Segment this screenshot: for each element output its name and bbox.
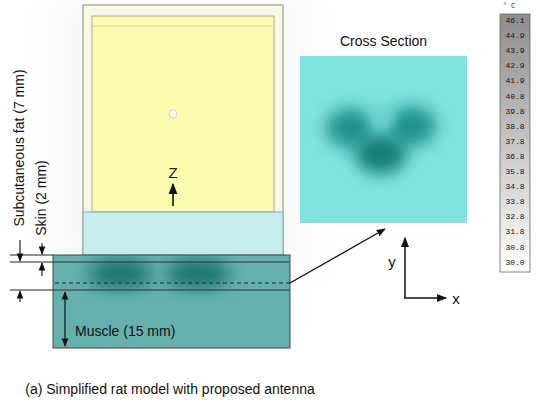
figure-caption: (a) Simplified rat model with proposed a…	[25, 382, 315, 397]
dimension-line	[10, 255, 53, 256]
cross-section-heat	[326, 104, 436, 174]
color-scale-bar	[500, 14, 530, 272]
scale-value: 39.8	[505, 107, 524, 116]
scale-value: 43.9	[505, 47, 524, 56]
dimension-arrow	[64, 292, 65, 346]
axis-arrow	[404, 238, 406, 298]
scale-value: 41.9	[505, 77, 524, 86]
cylinder-edge	[92, 26, 274, 27]
scale-value: 30.0	[505, 258, 524, 267]
section-line	[55, 283, 290, 284]
scale-value: 34.8	[505, 183, 524, 192]
tissue-block	[53, 255, 290, 348]
axis-label: y	[388, 254, 396, 271]
dimension-arrow	[19, 240, 20, 261]
dimension-line	[10, 290, 53, 291]
scale-value: 33.8	[505, 198, 524, 207]
scale-value: 46.1	[505, 17, 524, 26]
scale-value: 31.8	[505, 228, 524, 237]
z-arrow	[172, 184, 174, 206]
scale-value: 36.8	[505, 152, 524, 161]
field-haze	[60, 0, 305, 262]
heat-spots	[88, 260, 230, 288]
section-arrow	[290, 229, 385, 283]
dimension-arrow	[41, 263, 42, 276]
scale-value: 44.9	[505, 32, 524, 41]
axis-label: x	[452, 291, 460, 308]
panel-heading: Cross Section	[340, 34, 427, 49]
skin-boundary	[53, 262, 290, 263]
dimension-label: Subcutaneous fat (7 mm)	[12, 69, 27, 226]
scale-value: 37.8	[505, 137, 524, 146]
dimension-line	[10, 262, 53, 263]
cross-section-map	[300, 56, 467, 223]
layer-label: Muscle (15 mm)	[75, 324, 175, 339]
scale-value: 40.8	[505, 92, 524, 101]
axis-arrow	[404, 297, 446, 299]
scale-value: 38.8	[505, 122, 524, 131]
scale-value: 32.8	[505, 213, 524, 222]
scale-value: 42.9	[505, 62, 524, 71]
unit-label: ° C	[503, 3, 516, 11]
dimension-arrow	[41, 243, 42, 254]
cross-section-panel: Cross Section	[300, 56, 467, 223]
feed-point	[169, 110, 177, 118]
muscle-layer: Muscle (15 mm)	[53, 290, 290, 348]
antenna-housing	[83, 5, 283, 255]
scale-value: 30.8	[505, 243, 524, 252]
axis-label: Z	[168, 165, 177, 182]
dimension-arrow	[19, 291, 20, 302]
dielectric-block	[83, 212, 283, 255]
antenna-cylinder	[92, 16, 274, 212]
fat-boundary	[53, 290, 290, 291]
dimension-label: Skin (2 mm)	[34, 160, 49, 235]
scale-value: 35.8	[505, 168, 524, 177]
